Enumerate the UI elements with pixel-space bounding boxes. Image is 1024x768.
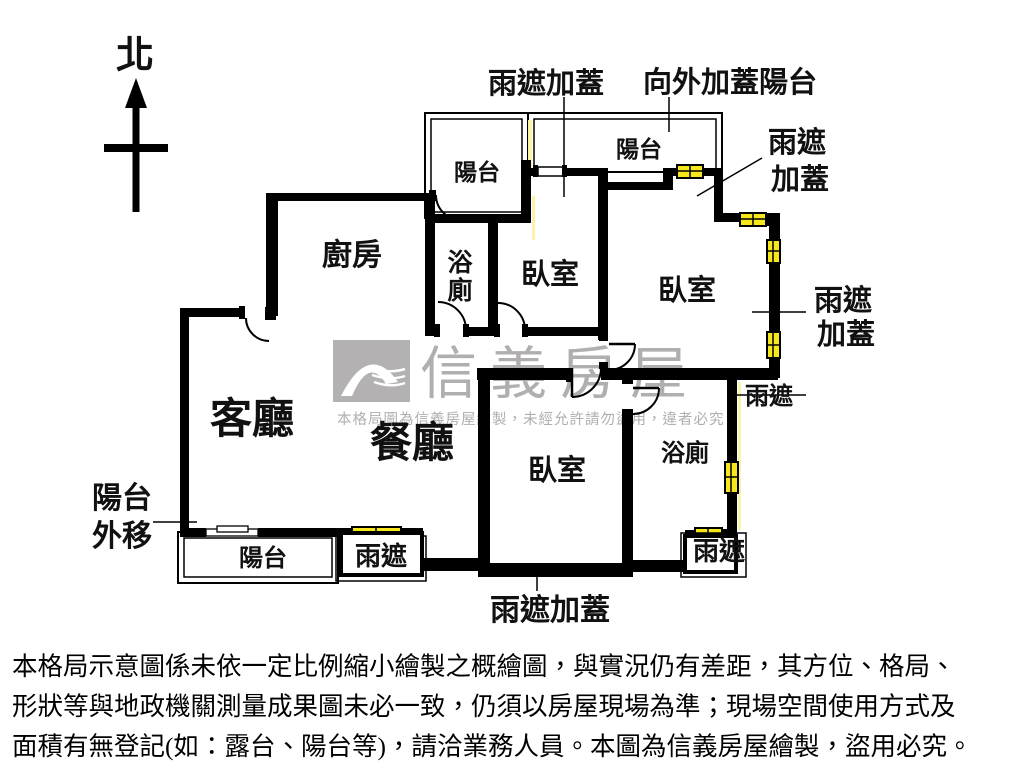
room-label-bath1-top: 浴 bbox=[447, 249, 473, 277]
leader-lines bbox=[153, 97, 806, 591]
disclaimer-line1: 本格局示意圖係未依一定比例縮小繪製之概繪圖，與實況仍有差距，其方位、格局、 bbox=[12, 652, 956, 681]
door bbox=[429, 190, 467, 222]
window-white bbox=[533, 165, 567, 177]
door bbox=[239, 306, 270, 342]
room-label-bath2: 浴廁 bbox=[661, 439, 709, 467]
compass-north-label: 北 bbox=[116, 35, 154, 77]
room-label-balcony-top: 陽台 bbox=[616, 136, 662, 162]
compass-crossbar bbox=[104, 144, 168, 152]
room-label-living: 客廳 bbox=[210, 396, 294, 443]
door bbox=[599, 334, 636, 371]
label-rain-cover-right1-line1: 雨遮 bbox=[768, 126, 827, 159]
label-rain-shield-right: 雨遮 bbox=[745, 382, 794, 410]
disclaimer-line2: 形狀等與地政機關測量成果圖未必一致，仍須以房屋現場為準；現場空間使用方式及 bbox=[12, 692, 956, 721]
window bbox=[766, 239, 781, 264]
label-rain-shield-bottom-right: 雨遮 bbox=[693, 537, 746, 566]
door bbox=[434, 301, 469, 337]
label-rain-shield-bottom-left: 雨遮 bbox=[355, 542, 408, 571]
disclaimer-line3: 面積有無登記(如：露台、陽台等)，請洽業務人員。本圖為信義房屋繪製，盜用必究。 bbox=[12, 732, 973, 761]
label-outward-covered-balcony: 向外加蓋陽台 bbox=[643, 65, 817, 99]
room-labels: 廚房 客廳 餐廳 臥室 臥室 臥室 浴 廁 浴廁 陽台 陽台 陽台 bbox=[210, 136, 716, 572]
label-rain-cover-right1-line2: 加蓋 bbox=[771, 163, 829, 196]
room-label-bedroom-2: 臥室 bbox=[658, 273, 716, 307]
doors bbox=[239, 190, 660, 416]
room-label-bedroom-1: 臥室 bbox=[521, 257, 579, 291]
sinyi-logo-roof-icon bbox=[341, 364, 398, 396]
compass-arrow-icon bbox=[125, 78, 147, 108]
label-balcony-moved-line2: 外移 bbox=[92, 520, 152, 553]
label-balcony-moved-line1: 陽台 bbox=[92, 481, 152, 515]
door bbox=[494, 302, 528, 337]
window bbox=[676, 164, 704, 179]
rain-strip bbox=[738, 382, 741, 530]
rain-shield-box-bottom-left bbox=[335, 531, 427, 582]
room-label-bedroom-3: 臥室 bbox=[528, 453, 586, 487]
door bbox=[566, 367, 602, 398]
window bbox=[724, 461, 739, 494]
label-rain-cover-bottom: 雨遮加蓋 bbox=[490, 594, 610, 627]
window bbox=[739, 212, 767, 227]
door bbox=[622, 378, 660, 416]
room-label-dining: 餐廳 bbox=[370, 420, 454, 467]
window bbox=[766, 331, 781, 359]
room-label-kitchen: 廚房 bbox=[322, 238, 382, 272]
sliding-door bbox=[205, 525, 259, 537]
annotation-labels: 雨遮加蓋 向外加蓋陽台 雨遮 加蓋 雨遮 加蓋 雨遮 雨遮加蓋 雨遮 雨遮 陽台… bbox=[92, 65, 875, 627]
watermark: 信義房屋 本格局圖為信義房屋繪製，未經允許請勿盜用，違者必究 bbox=[333, 340, 724, 428]
disclaimer: 本格局示意圖係未依一定比例縮小繪製之概繪圖，與實況仍有差距，其方位、格局、 形狀… bbox=[12, 652, 973, 761]
label-rain-cover-right2-line2: 加蓋 bbox=[817, 318, 875, 351]
label-rain-cover-top: 雨遮加蓋 bbox=[488, 67, 604, 100]
rain-shield-box-bottom-right bbox=[680, 532, 747, 578]
compass: 北 bbox=[104, 35, 168, 212]
room-label-bath1-bottom: 廁 bbox=[447, 276, 472, 305]
walls bbox=[180, 160, 780, 577]
room-label-balcony-top-left: 陽台 bbox=[454, 159, 500, 185]
room-label-balcony-bottom-left: 陽台 bbox=[239, 544, 287, 572]
rain-strip bbox=[528, 120, 532, 168]
label-rain-cover-right2-line1: 雨遮 bbox=[814, 284, 873, 317]
rain-strip bbox=[532, 196, 535, 240]
